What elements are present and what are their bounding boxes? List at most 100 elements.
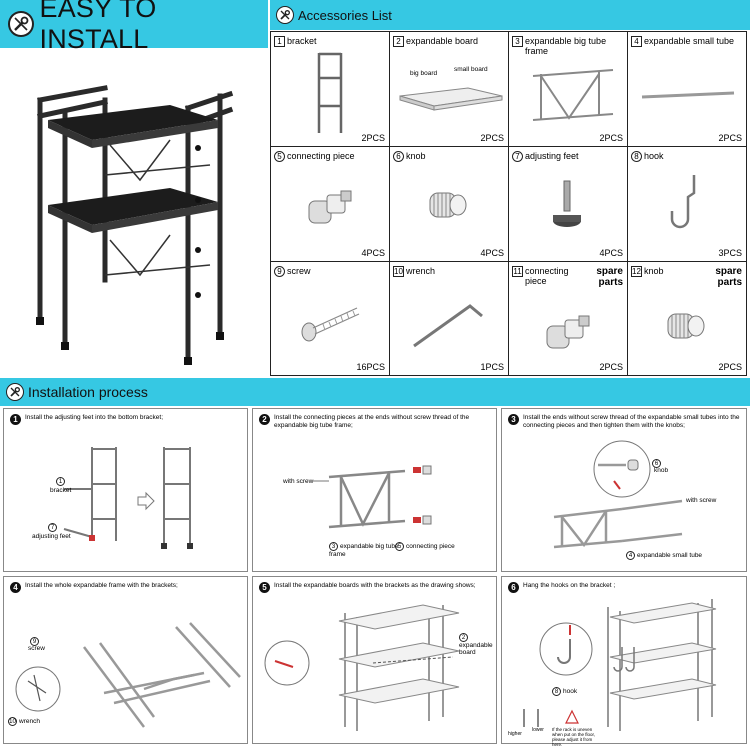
step-text: Install the expandable boards with the b… (274, 582, 476, 589)
item-number: 12 (631, 266, 642, 277)
small-tube-illustration (641, 91, 735, 99)
item-name: knob (406, 151, 426, 161)
item-name: bracket (287, 36, 317, 46)
spare-parts-label: spare parts (715, 266, 742, 288)
item-number: 11 (512, 266, 523, 277)
screw-callout: screw (28, 645, 45, 652)
tools-icon (8, 11, 34, 37)
step-number: 3 (508, 414, 519, 425)
item-name: hook (644, 151, 664, 161)
callout-number: 8 (552, 687, 561, 696)
item-name: wrench (406, 266, 436, 276)
item-quantity: 4PCS (599, 248, 623, 258)
uneven-floor-tip: If the rack is uneven when put on the fl… (552, 727, 596, 747)
callout-number: 4 (626, 551, 635, 560)
step-1-illustration (63, 447, 193, 549)
step-4-illustration (15, 622, 241, 728)
knob-illustration (667, 313, 705, 339)
item-name: expandable big tube frame (525, 36, 607, 56)
item-number: 1 (274, 36, 285, 47)
adjusting-feet-callout: adjusting feet (32, 533, 71, 540)
item-name: connecting piece (525, 266, 569, 286)
callout-number: 2 (459, 633, 468, 642)
item-number: 3 (512, 36, 523, 47)
step-number: 6 (508, 582, 519, 593)
callout-number: 6 (652, 459, 661, 468)
item-number: 10 (393, 266, 404, 277)
item-quantity: 2PCS (599, 362, 623, 372)
step-number: 5 (259, 582, 270, 593)
wrench-callout: wrench (19, 718, 40, 725)
item-quantity: 2PCS (599, 133, 623, 143)
hook-callout: hook (563, 688, 578, 695)
step-4: 4 Install the whole expandable frame with… (3, 576, 248, 744)
connecting-piece-illustration (546, 315, 590, 349)
item-quantity: 2PCS (361, 133, 385, 143)
step-5-illustration (264, 604, 460, 731)
connecting-piece-callout: connecting piece (406, 543, 455, 550)
callout-number: 7 (48, 523, 57, 532)
step-number: 2 (259, 414, 270, 425)
step-3: 3 Install the ends without screw thread o… (501, 408, 747, 572)
page-title: EASY TO INSTALL (39, 0, 157, 54)
item-quantity: 2PCS (718, 362, 742, 372)
item-number: 4 (631, 36, 642, 47)
item-name: screw (287, 266, 311, 276)
step-number: 1 (10, 414, 21, 425)
callout-number: 9 (30, 637, 39, 646)
bracket-illustration (317, 52, 343, 133)
item-quantity: 4PCS (480, 248, 504, 258)
item-number: 2 (393, 36, 404, 47)
item-name: expandable small tube (644, 36, 735, 46)
item-quantity: 2PCS (718, 133, 742, 143)
small-board-label: small board (454, 66, 488, 73)
accessories-header: Accessories List (270, 0, 750, 30)
step-text: Hang the hooks on the bracket ; (523, 582, 616, 589)
bracket-callout: bracket (50, 487, 72, 494)
knob-callout: knob (654, 467, 669, 474)
step-5: 5 Install the expandable boards with the … (252, 576, 497, 744)
big-tube-frame-callout: expandable big tube frame (329, 543, 399, 558)
screw-illustration (301, 307, 360, 342)
small-tube-callout: expandable small tube (637, 552, 703, 559)
item-name: knob (644, 266, 664, 276)
step-text: Install the ends without screw thread of… (523, 414, 740, 429)
step-text: Install the whole expandable frame with … (25, 582, 178, 589)
main-header: EASY TO INSTALL (0, 0, 268, 54)
callout-number: 10 (8, 717, 17, 726)
step-text: Install the adjusting feet into the bott… (25, 414, 164, 421)
step-3-illustration (553, 440, 683, 549)
callout-number: 1 (56, 477, 65, 486)
big-tube-frame-illustration (532, 69, 614, 121)
big-board-label: big board (410, 70, 438, 77)
tools-icon (6, 383, 24, 401)
tools-icon (276, 6, 294, 24)
spare-parts-label: spare parts (596, 266, 623, 288)
item-quantity: 3PCS (718, 248, 742, 258)
installation-header: Installation process (0, 378, 750, 406)
callout-number: 5 (395, 542, 404, 551)
item-number: 5 (274, 151, 285, 162)
item-quantity: 4PCS (361, 248, 385, 258)
step-6-illustration (523, 599, 717, 731)
item-name: adjusting feet (525, 151, 579, 161)
hook-illustration (670, 175, 696, 229)
with-screw-callout: with screw (686, 497, 717, 504)
step-number: 4 (10, 582, 21, 593)
item-name: connecting piece (287, 151, 355, 161)
wrench-illustration (413, 304, 483, 348)
item-number: 6 (393, 151, 404, 162)
callout-number: 3 (329, 542, 338, 551)
